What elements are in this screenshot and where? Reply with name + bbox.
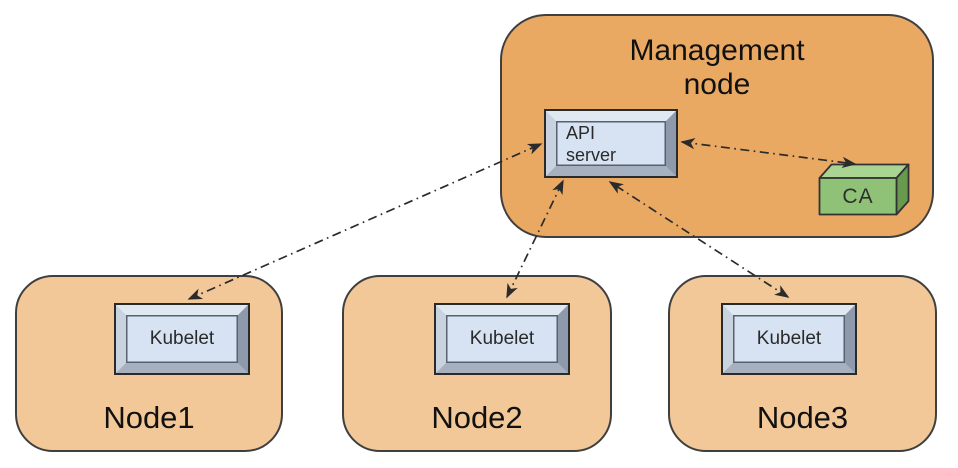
ca-cuboid-shape [818, 163, 910, 216]
api-server-box: API server [544, 109, 678, 178]
node3-kubelet-box: Kubelet [721, 303, 857, 375]
node2-kubelet-box: Kubelet [434, 303, 570, 375]
node2-label: Node2 [431, 400, 523, 435]
node1-kubelet-box: Kubelet [114, 303, 250, 375]
management-node-label-text: Management node [629, 34, 805, 101]
ca-box: CA [818, 163, 911, 229]
ca-label: CA [842, 184, 874, 208]
node1-kubelet-label: Kubelet [149, 328, 215, 349]
node3-label: Node3 [756, 400, 849, 435]
management-node-box: Management node API server CA [500, 14, 934, 238]
management-node-label: Management node [502, 34, 932, 102]
api-server-label: API server [556, 121, 666, 166]
node2-box: Kubelet Node2 [342, 275, 612, 452]
node1-box: Kubelet Node1 [15, 275, 283, 452]
api-server-label-text: API server [566, 123, 617, 165]
node3-box: Kubelet Node3 [668, 275, 937, 452]
node1-label: Node1 [103, 400, 195, 435]
node2-kubelet-label: Kubelet [469, 328, 535, 349]
node3-kubelet-label: Kubelet [756, 328, 822, 349]
